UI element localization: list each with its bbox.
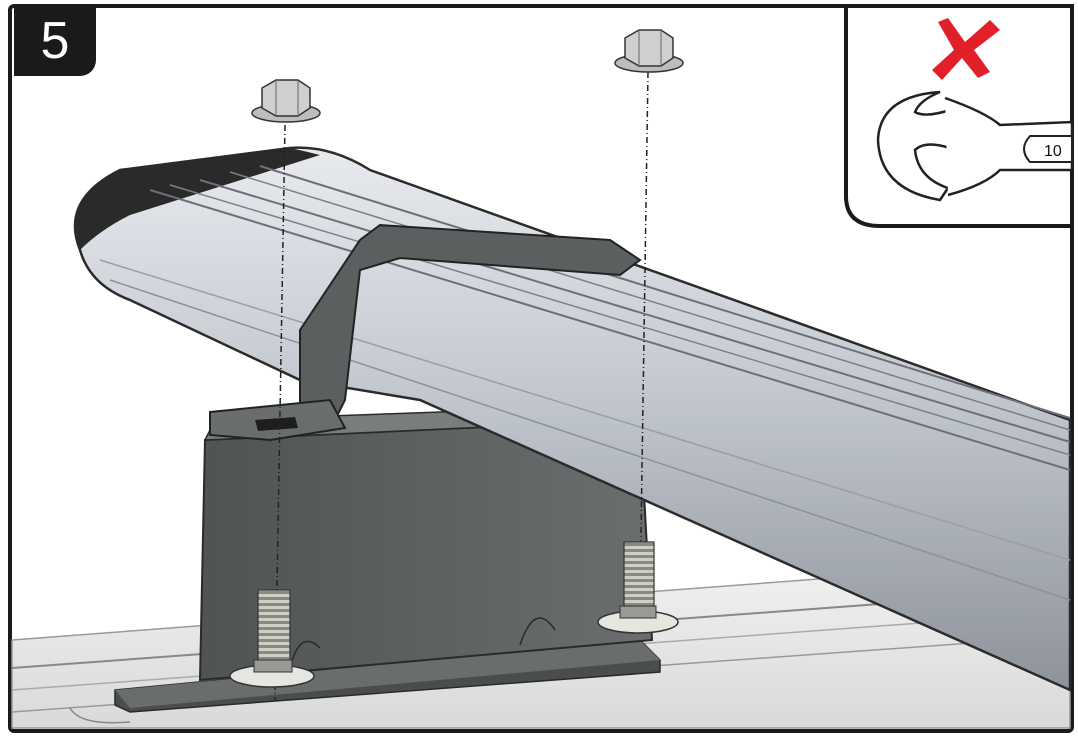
flange-nut-right — [614, 29, 684, 73]
step-number-badge: 5 — [14, 6, 96, 76]
red-cross-icon — [932, 18, 1000, 80]
wrench-icon — [876, 90, 1074, 202]
u-bracket — [209, 223, 642, 442]
load-bar — [73, 146, 1072, 692]
bolt-left — [229, 589, 315, 688]
wrench-inset — [844, 4, 1074, 228]
bolt-right — [597, 541, 679, 634]
wrench-size-label: 10 — [1044, 143, 1062, 160]
alignment-lines — [274, 71, 649, 701]
flange-nut-left — [251, 79, 321, 123]
